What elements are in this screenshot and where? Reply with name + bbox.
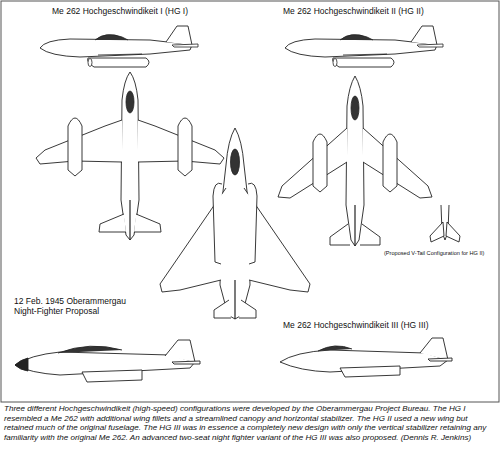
night-fighter-side-view: [15, 340, 200, 382]
hg1-plan-view: [36, 72, 224, 240]
sketch-note: (Proposed V-Tail Configuration for HG II…: [384, 250, 496, 257]
drawing-stroke: [420, 338, 448, 360]
drawing-stroke: [231, 149, 240, 175]
drawing-stroke: [36, 72, 130, 240]
hg3-plan-view: [160, 128, 310, 319]
drawing-stroke: [126, 91, 134, 113]
hg2-plan-view: [278, 76, 432, 246]
drawing-stroke: [430, 222, 444, 242]
drawing-stroke: [340, 366, 400, 377]
drawing-stroke: [428, 358, 452, 361]
drawing-stroke: [235, 128, 310, 319]
drawing-stroke: [58, 346, 122, 353]
drawing-stroke: [129, 200, 130, 240]
frame: [1, 1, 499, 402]
drawing-stroke: [351, 96, 359, 120]
view-title: 12 Feb. 1945 Oberammergau Night-Fighter …: [14, 296, 132, 316]
hg1-side-view: [40, 26, 198, 67]
figure-caption: Three different Hochgeschwindikeit (high…: [4, 404, 496, 443]
hg2-side-view: [285, 26, 443, 67]
view-title: Me 262 Hochgeschwindikeit III (HG III): [283, 320, 429, 330]
drawing-stroke: [355, 76, 432, 246]
drawing-stroke: [285, 26, 443, 67]
drawing-stroke: [318, 346, 352, 351]
drawing-stroke: [172, 361, 200, 364]
view-title: Me 262 Hochgeschwindikeit II (HG II): [283, 6, 424, 16]
v-tail-sketch: [430, 205, 460, 242]
drawing-stroke: [82, 370, 142, 382]
drawing-stroke: [160, 128, 235, 319]
drawing-stroke: [354, 205, 355, 246]
hg3-side-view: [280, 338, 452, 377]
drawing-stroke: [446, 222, 460, 242]
drawing-stroke: [165, 340, 195, 362]
drawing-stroke: [40, 26, 198, 67]
drawing-stroke: [278, 76, 355, 246]
view-title: Me 262 Hochgeschwindikeit I (HG I): [52, 6, 188, 16]
drawing-stroke: [15, 358, 28, 371]
drawing-stroke: [234, 280, 235, 319]
